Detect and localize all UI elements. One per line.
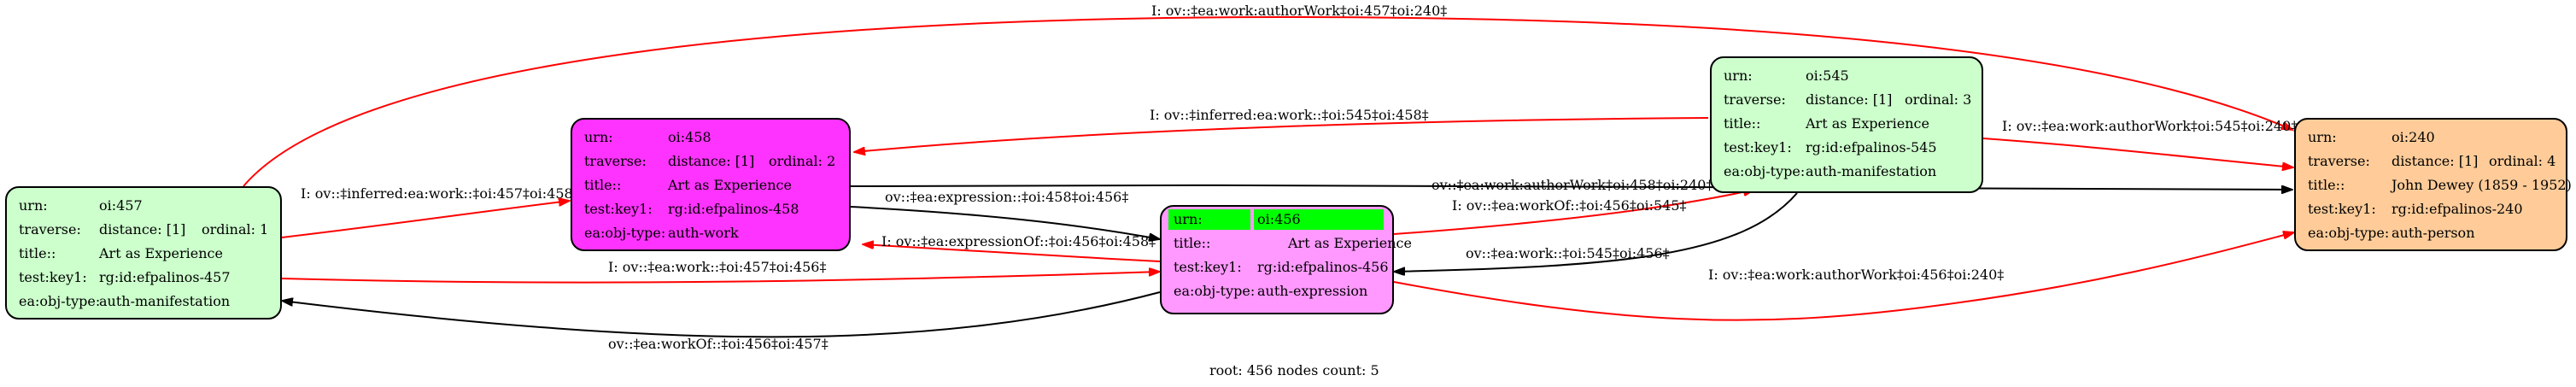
obj-type-value: auth-person	[2392, 225, 2475, 241]
title-key: title::	[584, 177, 622, 193]
edge-545-456	[1394, 192, 1798, 272]
distance-value: distance: [1]	[99, 221, 186, 237]
node-oi-545[interactable]: urn: oi:545 traverse: distance: [1] ordinal…	[1710, 56, 1983, 193]
edge-label-456-240: I: ov::‡ea:work:authorWork‡oi:456‡oi:240…	[1708, 267, 2004, 283]
test-key-value: rg:id:efpalinos-457	[99, 269, 231, 285]
edge-label-545-240: I: ov::‡ea:work:authorWork‡oi:545‡oi:240…	[2002, 118, 2298, 134]
edge-456-240	[1393, 232, 2294, 321]
urn-value: oi:456	[1257, 211, 1301, 227]
urn-value: oi:545	[1806, 67, 1849, 84]
test-key-key: test:key1:	[19, 269, 87, 285]
root-header-value-fill	[1254, 209, 1384, 230]
urn-key: urn:	[1174, 211, 1203, 227]
node-oi-456[interactable]: urn: oi:456 title::Art as Experience test…	[1160, 205, 1412, 314]
root-header-key-fill	[1168, 209, 1250, 230]
edge-458-456	[850, 206, 1160, 239]
distance-value: distance: [1]	[668, 153, 755, 169]
edge-label-456-458: I: ov::‡ea:expressionOf::‡oi:456‡oi:458‡	[881, 233, 1156, 249]
edge-label-456-545: I: ov::‡ea:workOf::‡oi:456‡oi:545‡	[1452, 197, 1687, 214]
edge-label-458-240: ov::‡ea:work:authorWork‡oi:458‡oi:240‡	[1431, 177, 1712, 193]
ordinal-value: ordinal: 2	[769, 153, 836, 169]
edge-label-545-456: ov::‡ea:work::‡oi:545‡oi:456‡	[1466, 245, 1670, 261]
ordinal-value: ordinal: 3	[1905, 91, 1972, 108]
test-key-value: rg:id:efpalinos-240	[2392, 201, 2523, 217]
title-key: title::	[2308, 177, 2345, 193]
urn-key: urn:	[584, 129, 613, 145]
obj-type-value: auth-expression	[1257, 283, 1368, 299]
title-value: John Dewey (1859 - 1952)	[2392, 177, 2572, 193]
edge-457-458	[281, 201, 570, 238]
test-key-key: test:key1:	[584, 201, 653, 217]
obj-type-value: auth-work	[668, 225, 739, 241]
obj-type-value: auth-manifestation	[1806, 163, 1937, 179]
title-value: Art as Experience	[99, 245, 223, 261]
node-oi-457[interactable]: urn: oi:457 traverse: distance: [1] ordinal…	[5, 186, 282, 320]
test-key-value: rg:id:efpalinos-456	[1257, 259, 1389, 275]
traverse-key: traverse:	[1724, 91, 1786, 108]
traverse-key: traverse:	[2308, 153, 2370, 169]
urn-key: urn:	[1724, 67, 1753, 84]
edge-label-456-457: ov::‡ea:workOf::‡oi:456‡oi:457‡	[608, 336, 828, 352]
title-value: Art as Experience	[1806, 115, 1929, 132]
edge-457-240	[243, 15, 2292, 187]
edge-label-457-240: I: ov::‡ea:work:authorWork‡oi:457‡oi:240…	[1151, 3, 1447, 19]
title-key: title::	[1724, 115, 1761, 132]
title-value: Art as Experience	[668, 177, 792, 193]
node-oi-240[interactable]: urn: oi:240 traverse: distance: [1] ordinal…	[2294, 118, 2572, 251]
test-key-value: rg:id:efpalinos-545	[1806, 139, 1937, 155]
obj-type-key: ea:obj-type:	[584, 225, 666, 241]
graph-footer: root: 456 nodes count: 5	[1209, 362, 1379, 378]
urn-key: urn:	[19, 197, 48, 214]
distance-value: distance: [1]	[1806, 91, 1893, 108]
obj-type-key: ea:obj-type:	[1174, 283, 1256, 299]
urn-value: oi:458	[668, 129, 711, 145]
obj-type-value: auth-manifestation	[99, 293, 231, 309]
node-oi-458[interactable]: urn: oi:458 traverse: distance: [1] ordinal…	[571, 118, 851, 251]
ordinal-value: ordinal: 4	[2489, 153, 2556, 169]
test-key-value: rg:id:efpalinos-458	[668, 201, 799, 217]
edge-545-458	[854, 117, 1709, 152]
title-key: title::	[19, 245, 56, 261]
edge-456-458	[863, 244, 1161, 262]
test-key-key: test:key1:	[1724, 139, 1792, 155]
edge-456-545	[1393, 190, 1754, 235]
urn-key: urn:	[2308, 129, 2337, 145]
urn-value: oi:240	[2392, 129, 2435, 145]
test-key-key: test:key1:	[2308, 201, 2376, 217]
edge-457-456	[281, 272, 1160, 284]
title-key: title::	[1174, 235, 1211, 251]
edge-label-458-456: ov::‡ea:expression::‡oi:458‡oi:456‡	[885, 189, 1128, 205]
distance-value: distance: [1]	[2392, 153, 2479, 169]
edge-456-457	[282, 291, 1161, 338]
obj-type-key: ea:obj-type:	[1724, 163, 1806, 179]
test-key-key: test:key1:	[1174, 259, 1242, 275]
obj-type-key: ea:obj-type:	[2308, 225, 2390, 241]
traverse-key: traverse:	[584, 153, 647, 169]
edge-label-457-458: I: ov::‡inferred:ea:work::‡oi:457‡oi:458…	[301, 185, 580, 202]
traverse-key: traverse:	[19, 221, 81, 237]
ordinal-value: ordinal: 1	[202, 221, 269, 237]
obj-type-key: ea:obj-type:	[19, 293, 101, 309]
edge-label-545-458: I: ov::‡inferred:ea:work::‡oi:545‡oi:458…	[1150, 107, 1429, 123]
urn-value: oi:457	[99, 197, 143, 214]
edge-label-457-456: I: ov::‡ea:work::‡oi:457‡oi:456‡	[608, 259, 826, 275]
title-value: Art as Experience	[1288, 235, 1412, 251]
edge-545-240	[1982, 138, 2293, 167]
